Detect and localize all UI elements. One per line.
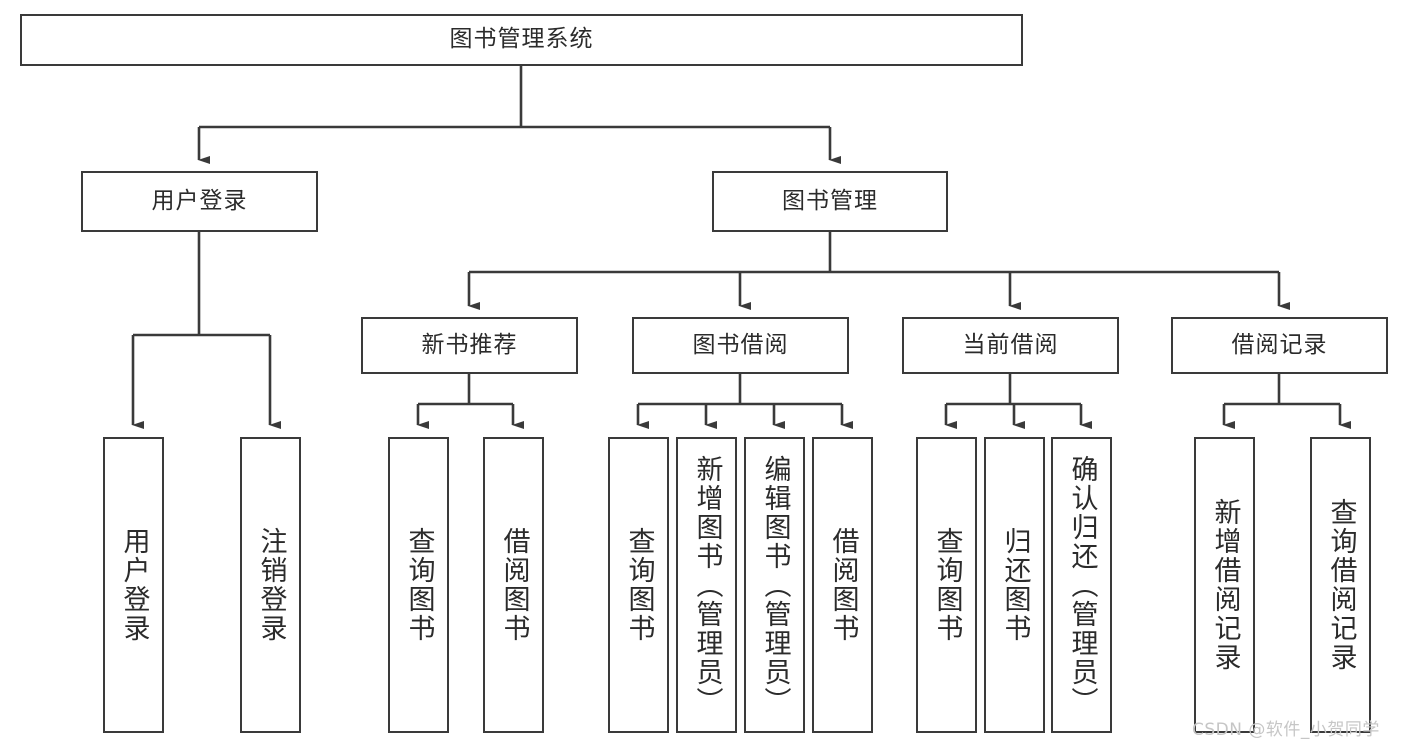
leaf-return-book[interactable]: 归还图书 xyxy=(984,437,1045,733)
node-label: 图书借阅 xyxy=(692,331,789,358)
node-label: 新增图书（管理员） xyxy=(691,454,723,716)
node-label: 图书管理 xyxy=(782,187,878,214)
node-label: 归还图书 xyxy=(999,527,1031,643)
leaf-user-login[interactable]: 用户登录 xyxy=(103,437,164,733)
leaf-add-borrow-record[interactable]: 新增借阅记录 xyxy=(1194,437,1255,733)
leaf-logout-login[interactable]: 注销登录 xyxy=(240,437,301,733)
leaf-add-book-admin[interactable]: 新增图书（管理员） xyxy=(676,437,737,733)
csdn-watermark: CSDN @软件_小贺同学 xyxy=(1192,720,1380,740)
leaf-edit-book-admin[interactable]: 编辑图书（管理员） xyxy=(744,437,805,733)
node-label: 当前借阅 xyxy=(962,331,1059,358)
leaf-query-book-current[interactable]: 查询图书 xyxy=(916,437,977,733)
leaf-query-book-borrow[interactable]: 查询图书 xyxy=(608,437,669,733)
node-label: 新增借阅记录 xyxy=(1209,498,1241,672)
node-label: 查询图书 xyxy=(931,527,963,643)
node-book-manage[interactable]: 图书管理 xyxy=(712,171,948,232)
node-label: 图书管理系统 xyxy=(449,26,594,53)
node-label: 确认归还（管理员） xyxy=(1066,454,1098,716)
node-label: 用户登录 xyxy=(151,187,248,214)
node-label: 查询图书 xyxy=(623,527,655,643)
leaf-query-book-newbook[interactable]: 查询图书 xyxy=(388,437,449,733)
node-label: 查询图书 xyxy=(403,527,435,643)
node-current-borrow[interactable]: 当前借阅 xyxy=(902,317,1119,374)
leaf-borrow-book-newbook[interactable]: 借阅图书 xyxy=(483,437,544,733)
node-label: 查询借阅记录 xyxy=(1325,498,1357,672)
node-label: 借阅图书 xyxy=(498,527,530,643)
node-label: 用户登录 xyxy=(118,527,150,643)
leaf-query-borrow-record[interactable]: 查询借阅记录 xyxy=(1310,437,1371,733)
node-user-login[interactable]: 用户登录 xyxy=(81,171,318,232)
node-label: 借阅图书 xyxy=(827,527,859,643)
node-borrow-record[interactable]: 借阅记录 xyxy=(1171,317,1388,374)
node-label: 新书推荐 xyxy=(421,331,518,358)
node-root-system[interactable]: 图书管理系统 xyxy=(20,14,1023,66)
node-label: 编辑图书（管理员） xyxy=(759,454,791,716)
node-book-borrow[interactable]: 图书借阅 xyxy=(632,317,849,374)
node-label: 注销登录 xyxy=(255,527,287,643)
leaf-borrow-book-borrow[interactable]: 借阅图书 xyxy=(812,437,873,733)
node-new-book-recommend[interactable]: 新书推荐 xyxy=(361,317,578,374)
node-label: 借阅记录 xyxy=(1231,331,1328,358)
leaf-confirm-return-admin[interactable]: 确认归还（管理员） xyxy=(1051,437,1112,733)
